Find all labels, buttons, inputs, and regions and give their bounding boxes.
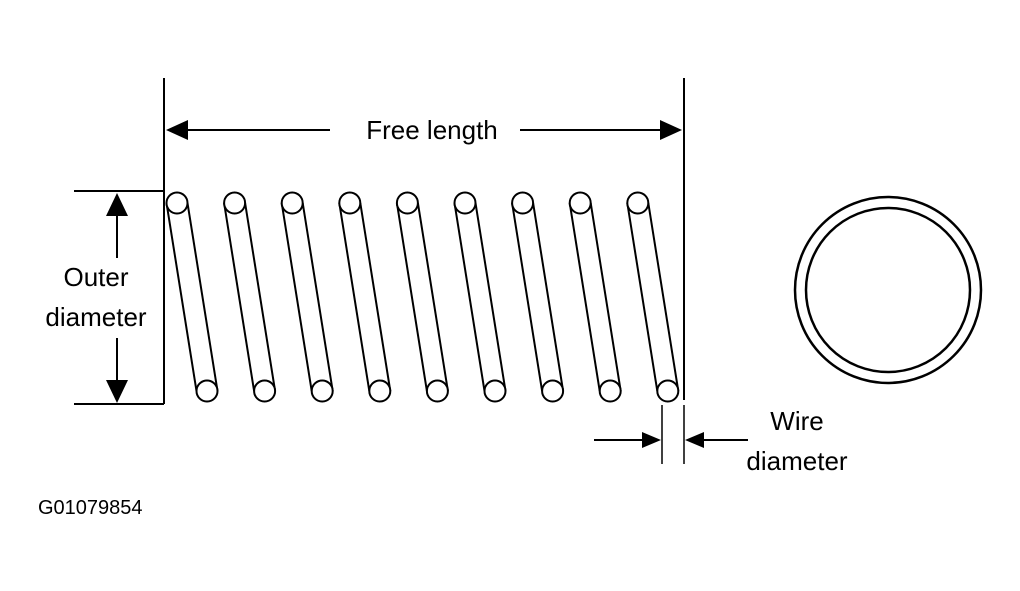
coil-wire-right-edge bbox=[301, 202, 334, 392]
coil-wire-left-edge bbox=[453, 202, 486, 392]
coil-bottom-wire-section bbox=[425, 379, 449, 403]
ring-outer-circle bbox=[793, 195, 983, 385]
spring-coils bbox=[165, 191, 680, 403]
spring-coil bbox=[453, 191, 507, 403]
coil-wire-right-edge bbox=[589, 202, 622, 392]
wire-diameter-label-line2: diameter bbox=[746, 446, 847, 476]
coil-wire-left-edge bbox=[395, 202, 428, 392]
spring-coil bbox=[568, 191, 622, 403]
spring-coil bbox=[395, 191, 449, 403]
spring-end-view-ring bbox=[793, 195, 983, 385]
wire-diameter-dimension: Wire diameter bbox=[594, 405, 848, 476]
coil-wire-left-edge bbox=[165, 202, 198, 392]
coil-wire-right-edge bbox=[186, 202, 219, 392]
coil-top-wire-section bbox=[338, 191, 362, 215]
coil-wire-left-edge bbox=[280, 202, 313, 392]
coil-wire-right-edge bbox=[474, 202, 507, 392]
coil-wire-left-edge bbox=[338, 202, 371, 392]
spring-coil bbox=[626, 191, 680, 403]
spring-coil bbox=[280, 191, 334, 403]
coil-bottom-wire-section bbox=[541, 379, 565, 403]
outer-diameter-label-line2: diameter bbox=[45, 302, 146, 332]
coil-wire-right-edge bbox=[532, 202, 565, 392]
coil-wire-right-edge bbox=[359, 202, 392, 392]
coil-top-wire-section bbox=[568, 191, 592, 215]
free-length-right-arrowhead bbox=[660, 120, 682, 140]
coil-wire-left-edge bbox=[626, 202, 659, 392]
free-length-dimension: Free length bbox=[166, 115, 682, 145]
free-length-label: Free length bbox=[366, 115, 498, 145]
coil-top-wire-section bbox=[165, 191, 189, 215]
wire-diameter-left-arrowhead bbox=[642, 432, 661, 448]
spring-coil bbox=[511, 191, 565, 403]
coil-bottom-wire-section bbox=[195, 379, 219, 403]
coil-top-wire-section bbox=[453, 191, 477, 215]
coil-bottom-wire-section bbox=[483, 379, 507, 403]
coil-bottom-wire-section bbox=[310, 379, 334, 403]
outer-diameter-label-line1: Outer bbox=[63, 262, 128, 292]
coil-top-wire-section bbox=[395, 191, 419, 215]
coil-bottom-wire-section bbox=[598, 379, 622, 403]
spring-coil bbox=[338, 191, 392, 403]
spring-coil bbox=[165, 191, 219, 403]
outer-diameter-top-arrowhead bbox=[106, 193, 128, 216]
coil-top-wire-section bbox=[223, 191, 247, 215]
coil-bottom-wire-section bbox=[656, 379, 680, 403]
free-length-left-arrowhead bbox=[166, 120, 188, 140]
ring-inner-circle bbox=[804, 206, 972, 374]
spring-coil bbox=[223, 191, 277, 403]
wire-diameter-label-line1: Wire bbox=[770, 406, 823, 436]
outer-diameter-dimension: Outer diameter bbox=[45, 193, 147, 403]
outer-diameter-bottom-arrowhead bbox=[106, 380, 128, 403]
coil-bottom-wire-section bbox=[368, 379, 392, 403]
coil-wire-right-edge bbox=[416, 202, 449, 392]
coil-top-wire-section bbox=[280, 191, 304, 215]
coil-wire-right-edge bbox=[244, 202, 277, 392]
coil-wire-left-edge bbox=[223, 202, 256, 392]
figure-code: G01079854 bbox=[38, 497, 143, 519]
coil-wire-right-edge bbox=[647, 202, 680, 392]
coil-top-wire-section bbox=[511, 191, 535, 215]
coil-wire-left-edge bbox=[568, 202, 601, 392]
coil-wire-left-edge bbox=[511, 202, 544, 392]
coil-top-wire-section bbox=[626, 191, 650, 215]
wire-diameter-right-arrowhead bbox=[685, 432, 704, 448]
coil-bottom-wire-section bbox=[253, 379, 277, 403]
